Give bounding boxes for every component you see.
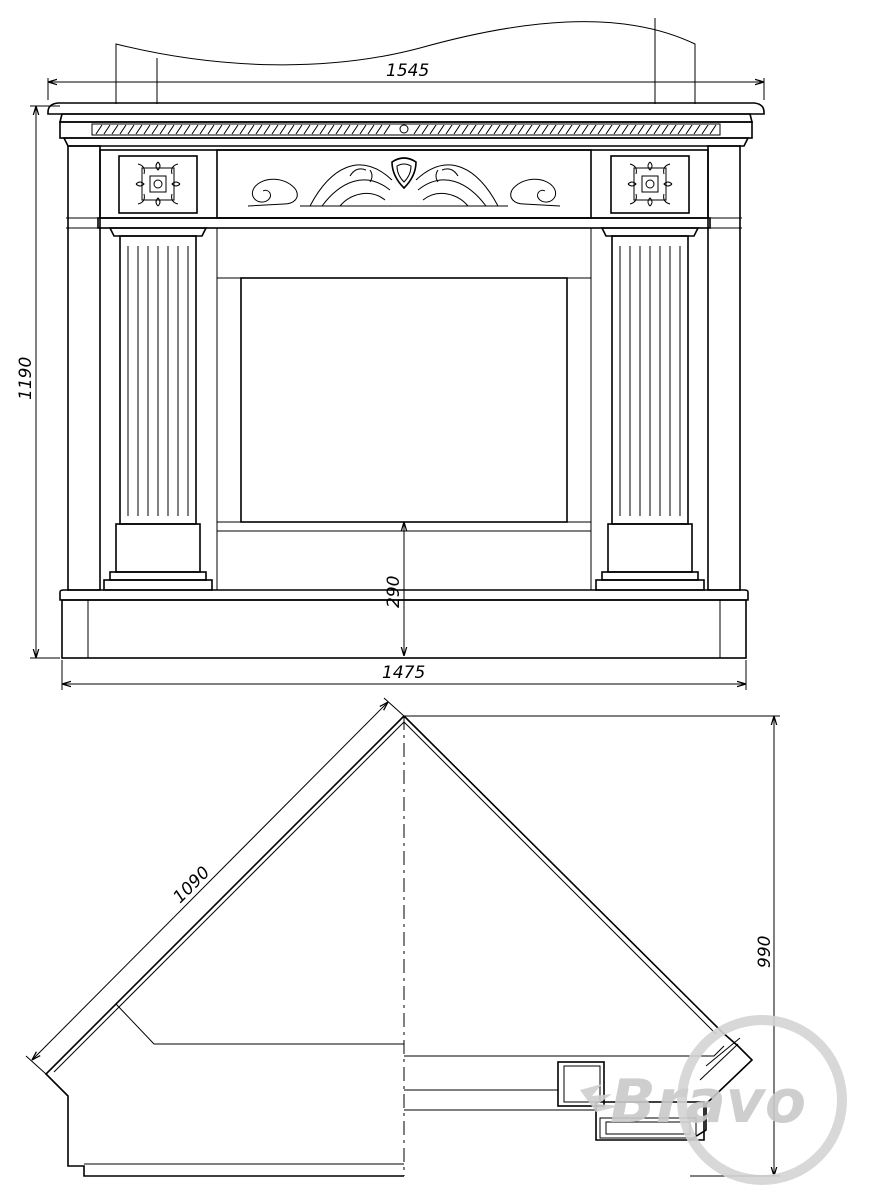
dim-label-1190: 1190 — [16, 357, 36, 400]
central-ornament — [247, 157, 561, 207]
right-rosette — [627, 161, 673, 207]
dim-label-990: 990 — [755, 936, 775, 968]
left-column — [103, 227, 213, 591]
backdrop-outline — [115, 21, 696, 104]
dim-label-1090: 1090 — [169, 863, 214, 908]
front-view: 1545 1190 290 1475 — [16, 18, 765, 690]
left-rosette — [135, 161, 181, 207]
watermark-text: Bravo — [610, 1067, 806, 1137]
right-column — [595, 227, 705, 591]
dim-label-290: 290 — [384, 576, 404, 608]
front-dimensions: 1545 1190 290 1475 — [16, 61, 765, 690]
corner-outline — [44, 715, 405, 1177]
dim-label-1545: 1545 — [386, 61, 429, 81]
cornice — [47, 102, 765, 147]
dim-label-1475: 1475 — [382, 663, 425, 683]
rope-molding — [95, 124, 717, 135]
mantel-body — [59, 145, 749, 659]
bravo-watermark: Bravo — [580, 1015, 847, 1185]
